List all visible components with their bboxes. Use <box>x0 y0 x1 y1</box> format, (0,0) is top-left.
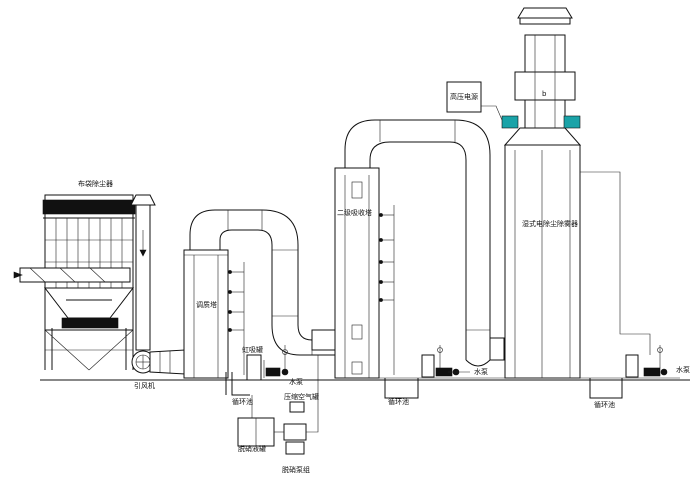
desulfurizer-tank-label: 脱硝液罐 <box>238 444 266 453</box>
duct-2 <box>344 119 505 367</box>
conditioning-tower: 调质塔 <box>183 249 245 379</box>
circulation-pool-1-label: 循环池 <box>232 397 253 406</box>
pool-2-and-pump-2: 循环池 水泵 <box>378 345 505 406</box>
hv-power-label: 高压电源 <box>450 92 478 101</box>
reagent-station: 脱硝液罐 脱硝泵组 压缩空气罐 <box>237 355 319 474</box>
water-pump-1-label: 水泵 <box>289 377 303 386</box>
wet-esp-label: 湿式电除尘除雾器 <box>522 219 578 228</box>
secondary-absorber-label: 二级吸收塔 <box>337 208 372 217</box>
induced-fan-label: 引风机 <box>134 381 155 390</box>
stack-mark: b <box>542 90 547 98</box>
desulfurizer-pump-group-label: 脱硝泵组 <box>282 465 310 474</box>
circulation-pool-3-label: 循环池 <box>594 400 615 409</box>
pool-3-and-pump-3: 循环池 水泵 <box>505 345 690 409</box>
water-pump-3-label: 水泵 <box>676 365 690 374</box>
wet-esp: 湿式电除尘除雾器 b 高压电源 <box>446 7 651 379</box>
conditioning-tower-label: 调质塔 <box>196 300 217 309</box>
compressed-air-tank-label: 压缩空气罐 <box>284 392 319 401</box>
induced-fan: 引风机 <box>131 349 186 390</box>
secondary-absorber: 二级吸收塔 <box>334 167 395 379</box>
water-pump-2-label: 水泵 <box>474 367 488 376</box>
bag-filter: 布袋除尘器 <box>13 179 156 371</box>
circulation-pool-2-label: 循环池 <box>388 397 409 406</box>
bag-filter-label: 布袋除尘器 <box>78 179 113 188</box>
siphon-tank-label: 虹吸罐 <box>242 345 263 354</box>
